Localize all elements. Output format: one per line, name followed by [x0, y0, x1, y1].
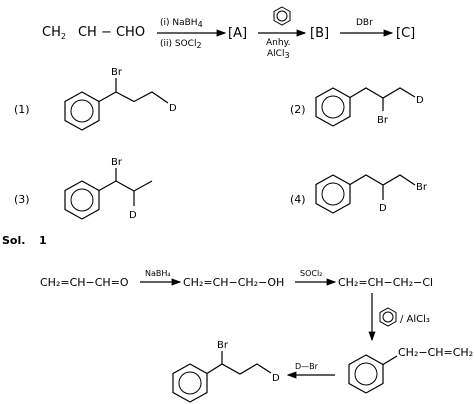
benzene-ring-icon: [172, 363, 208, 403]
benzene-reagent-icon: [379, 307, 397, 327]
solution-label: Sol.: [2, 234, 25, 247]
benzene-ring-icon: [64, 180, 100, 220]
side-chain: [98, 91, 169, 104]
reagent-dbr: D—Br: [295, 362, 319, 371]
benzene-ring-icon: [315, 87, 351, 127]
option-2[interactable]: (2) Br D: [290, 87, 424, 127]
benzene-ring-icon: [64, 91, 100, 131]
solution-answer: 1: [39, 234, 47, 247]
step3-reagent: DBr: [356, 18, 373, 28]
side-chain: [349, 87, 416, 99]
allyl-bond: [382, 355, 398, 366]
reagent-alcl3: / AlCl₃: [400, 314, 430, 325]
allyl-alcohol-formula: CH₂=CH−CH₂−OH: [183, 276, 284, 289]
side-chain: [98, 180, 153, 192]
acrolein-formula: CH₂=CH−CH=O: [40, 276, 129, 289]
br-label: Br: [111, 67, 123, 78]
d-label: D: [379, 203, 387, 214]
br-label: Br: [416, 182, 428, 193]
reagent-socl2: SOCl₂: [300, 269, 322, 278]
solution-section: Sol. 1 CH₂=CH−CH=O NaBH₄ CH₂=CH−CH₂−OH S…: [2, 234, 473, 403]
option-1[interactable]: (1) Br D: [14, 67, 177, 131]
option-number: (3): [14, 193, 30, 206]
option-3[interactable]: (3) Br D: [14, 157, 153, 221]
product-b: [B]: [310, 26, 329, 41]
allylbenzene-chain: CH₂−CH=CH₂: [398, 346, 473, 359]
product-a: [A]: [228, 26, 247, 41]
br-label: Br: [111, 157, 123, 168]
step2-reagent-a: Anhy.: [266, 38, 290, 48]
d-label: D: [129, 210, 137, 221]
benzene-reagent-icon: [273, 6, 291, 26]
d-label: D: [416, 95, 424, 106]
product-c: [C]: [396, 26, 415, 41]
benzene-ring-icon: [348, 354, 384, 394]
product-d-label: D: [272, 373, 280, 384]
step1-reagent-b: (ii) SOCl2: [160, 39, 202, 50]
option-number: (2): [290, 103, 306, 116]
benzene-ring-icon: [315, 174, 351, 214]
product-side-chain: [206, 363, 272, 375]
allyl-chloride-formula: CH₂=CH−CH₂−Cl: [338, 276, 433, 289]
product-br-label: Br: [217, 340, 229, 351]
step1-reagent-a: (i) NaBH4: [160, 18, 203, 29]
step2-reagent-b: AlCl3: [267, 49, 290, 60]
option-number: (4): [290, 193, 306, 206]
d-label: D: [169, 103, 177, 114]
option-4[interactable]: (4) D Br: [290, 174, 428, 214]
option-number: (1): [14, 103, 30, 116]
side-chain: [349, 174, 416, 186]
reagent-nabh4: NaBH₄: [145, 269, 171, 278]
br-label: Br: [377, 115, 389, 126]
